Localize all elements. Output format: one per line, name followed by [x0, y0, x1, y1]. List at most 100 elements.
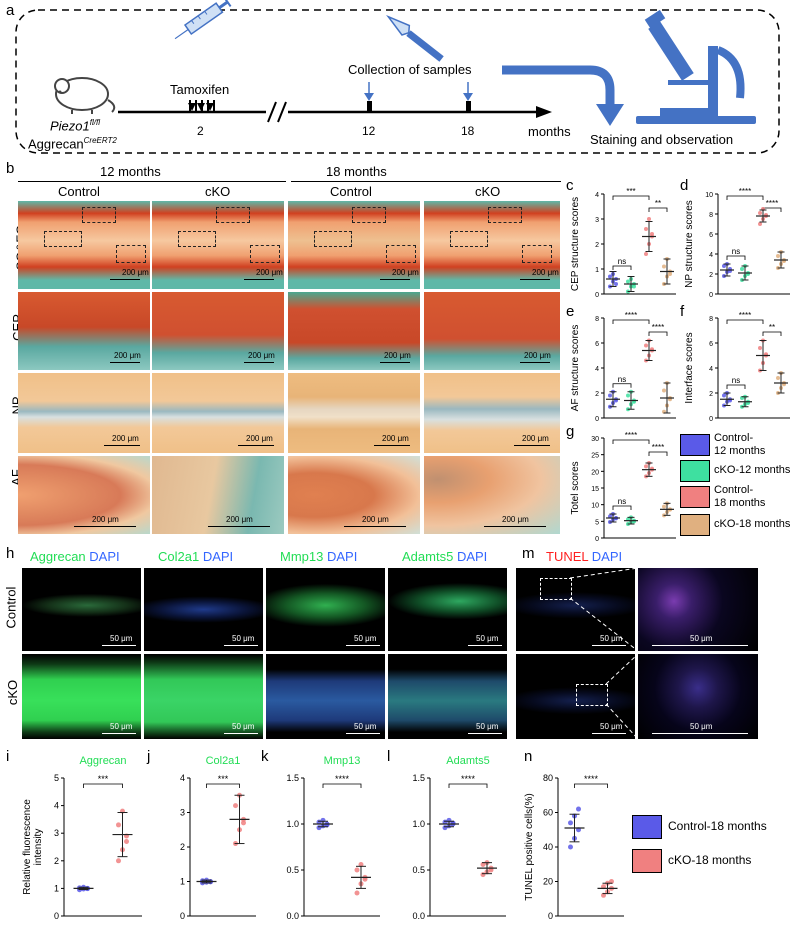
- chart-title: Mmp13: [324, 755, 361, 767]
- histology-af-control-18: 200 μm: [288, 456, 420, 534]
- tamoxifen-label: Tamoxifen: [170, 82, 230, 97]
- sig-label: ns: [732, 376, 740, 385]
- data-point: [116, 858, 121, 864]
- if-aggrecan-control: 50 μm: [22, 568, 141, 651]
- histology-af-control-12: 200 μm: [18, 456, 150, 534]
- legend-swatch-cko12: [680, 460, 710, 482]
- y-axis-label: Interface scores: [684, 332, 695, 403]
- panel-label-f: f: [680, 303, 685, 320]
- legend-swatch-cko18b: [632, 849, 662, 873]
- y-tick-label: 2: [709, 391, 713, 398]
- mouse-icon: [54, 77, 116, 114]
- data-point: [644, 227, 648, 231]
- legend-label-cko18b: cKO-18 months: [668, 853, 752, 867]
- y-tick-label: 0: [595, 536, 599, 543]
- if-adamts5-control: 50 μm: [388, 568, 507, 651]
- y-tick-label: 3: [54, 828, 59, 838]
- y-tick-label: 0.0: [412, 911, 425, 921]
- y-tick-label: 0: [595, 416, 599, 423]
- col-control-12: Control: [58, 184, 100, 199]
- sig-bracket: [612, 319, 650, 324]
- y-tick-label: 30: [591, 436, 599, 443]
- y-tick-label: 6: [709, 341, 713, 348]
- h-title-adamts5: Adamts5 DAPI: [402, 549, 488, 564]
- panel-label-l: l: [387, 748, 391, 765]
- y-tick-label: 80: [543, 773, 553, 783]
- data-point: [568, 820, 573, 826]
- gene-label: Piezo1fl/fl: [50, 118, 100, 134]
- if-mmp13-control: 50 μm: [266, 568, 385, 651]
- histology-np-cko-18: 200 μm: [424, 373, 560, 453]
- sig-label: ****: [739, 187, 751, 196]
- data-point: [608, 514, 612, 519]
- h-title-aggrecan: Aggrecan DAPI: [30, 549, 120, 564]
- legend-swatch-control18: [680, 486, 710, 508]
- group-18-months: 18 months: [326, 164, 387, 179]
- y-axis-label: Totel scores: [570, 461, 581, 514]
- y-tick-label: 20: [591, 469, 599, 476]
- data-point: [614, 282, 618, 286]
- legend-label-control18: Control- 18 months: [714, 484, 766, 509]
- y-tick-label: 2: [709, 272, 713, 279]
- sig-bracket: [612, 383, 632, 388]
- sig-bracket: [574, 783, 608, 788]
- y-tick-label: 0.5: [286, 865, 299, 875]
- sig-label: ****: [335, 774, 350, 784]
- y-tick-label: 8: [709, 212, 713, 219]
- panel-label-j: j: [147, 748, 151, 765]
- y-tick-label: 1: [180, 877, 185, 887]
- data-point: [644, 252, 648, 256]
- data-point: [758, 346, 762, 350]
- histology-cep-cko-12: 200 μm: [152, 292, 284, 370]
- col-control-18: Control: [330, 184, 372, 199]
- data-point: [632, 284, 636, 289]
- if-col2a1-cko: 50 μm: [144, 654, 263, 739]
- panel-label-h: h: [6, 545, 15, 562]
- histology-sofg-control-12: 200 μm: [18, 201, 150, 289]
- y-tick-label: 3: [180, 808, 185, 818]
- data-point: [647, 217, 651, 221]
- chart-title: Adamts5: [446, 755, 489, 767]
- y-tick-label: 0.0: [286, 911, 299, 921]
- y-tick-label: 10: [705, 192, 713, 199]
- sig-bracket: [726, 384, 746, 389]
- y-axis-label: intensity: [33, 829, 44, 866]
- y-tick-label: 0: [54, 911, 59, 921]
- panel-label-a: a: [6, 2, 15, 19]
- sig-label: **: [655, 199, 661, 208]
- data-point: [124, 838, 129, 844]
- sig-bracket: [612, 439, 650, 444]
- legend-swatch-control18b: [632, 815, 662, 839]
- sig-bracket: [648, 331, 668, 336]
- if-adamts5-cko: 50 μm: [388, 654, 507, 739]
- histology-sofg-control-18: 200 μm: [288, 201, 420, 289]
- data-point: [644, 464, 648, 469]
- data-point: [116, 822, 121, 828]
- data-point: [354, 867, 360, 873]
- sig-bracket: [612, 195, 650, 200]
- sig-bracket: [726, 319, 764, 324]
- y-axis-label: AF structure scores: [570, 325, 581, 412]
- sig-label: ****: [625, 431, 637, 440]
- sig-label: ****: [739, 311, 751, 320]
- tunel-control: 50 μm: [516, 568, 635, 651]
- m-title: TUNEL DAPI: [546, 549, 623, 564]
- panel-label-e: e: [566, 303, 575, 320]
- collection-label: Collection of samples: [348, 62, 472, 77]
- h-title-mmp13: Mmp13 DAPI: [280, 549, 358, 564]
- histology-cep-cko-18: 200 μm: [424, 292, 560, 370]
- y-tick-label: 3: [595, 217, 599, 224]
- legend-swatch-control12: [680, 434, 710, 456]
- legend-label-cko18: cKO-18 months: [714, 518, 791, 530]
- sig-bracket: [322, 783, 362, 788]
- sig-bracket: [612, 505, 632, 510]
- microscope-icon: [636, 9, 756, 124]
- y-tick-label: 8: [709, 316, 713, 323]
- sig-bracket: [648, 451, 668, 456]
- tick-2: 2: [197, 124, 204, 138]
- data-point: [632, 519, 636, 524]
